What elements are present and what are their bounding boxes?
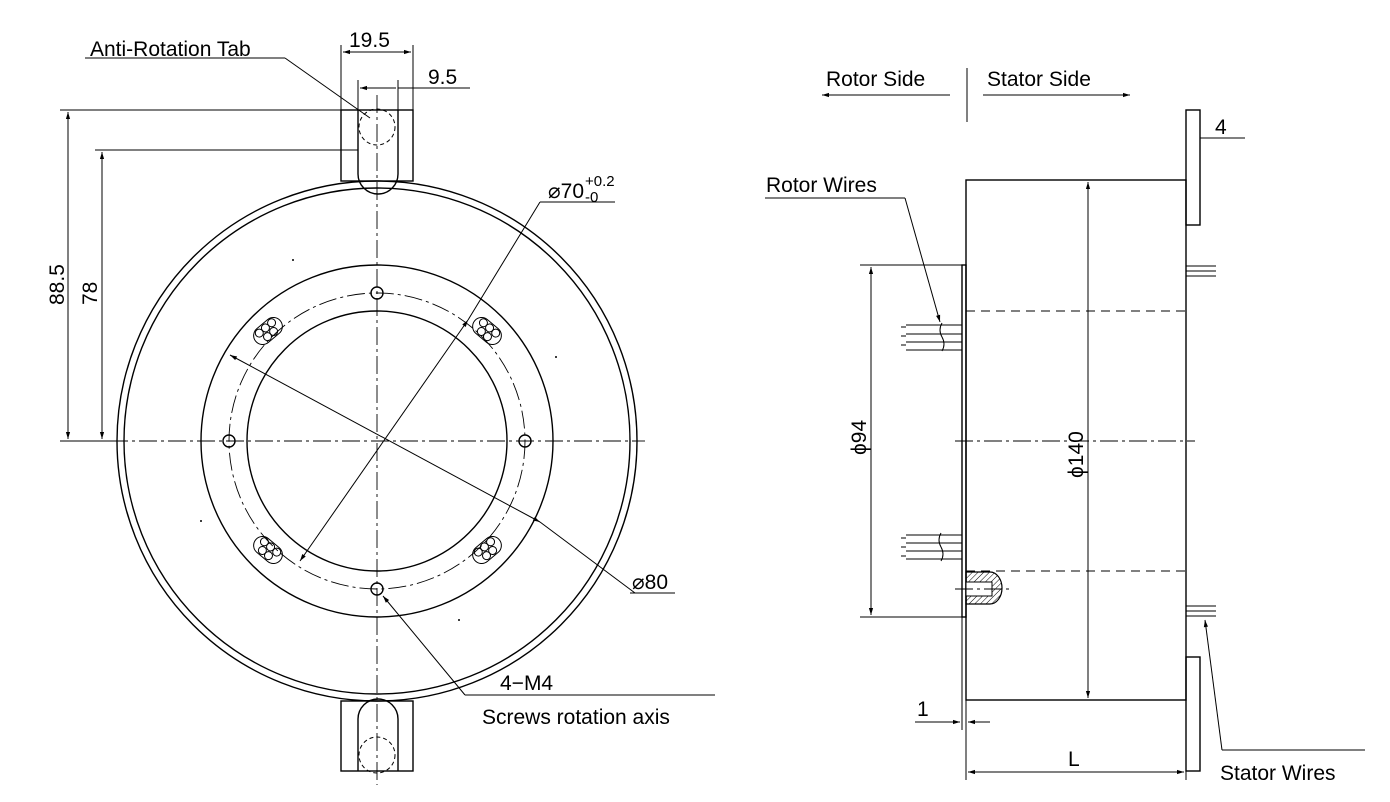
wire-bundles — [253, 317, 502, 564]
dim-flange: 4 — [1215, 116, 1227, 139]
dim-slot-width: 9.5 — [428, 66, 457, 89]
bottom-flange — [1185, 656, 1201, 772]
dim-gap: 1 — [917, 698, 929, 721]
rotor-wires-drawing — [901, 322, 962, 562]
rotor-wires-label: Rotor Wires — [766, 174, 877, 197]
side-view: Rotor Side Stator Side — [765, 68, 1365, 785]
dim-bore: ⌀70 — [548, 180, 584, 203]
dim-bolt-circle: ⌀80 — [632, 571, 668, 594]
screw-note: Screws rotation axis — [482, 706, 670, 729]
screw-spec: 4−M4 — [500, 672, 553, 695]
dim-body-dia: ϕ140 — [1065, 431, 1088, 478]
dust-dots — [200, 259, 557, 621]
stator-wires-label: Stator Wires — [1220, 762, 1336, 785]
rotor-side-label: Rotor Side — [826, 68, 925, 91]
dim-bore-tol-upper: +0.2 — [585, 173, 615, 190]
top-flange — [1185, 109, 1201, 226]
dim-height-outer: 88.5 — [46, 264, 69, 305]
screw-section — [955, 571, 1010, 605]
dim-rotor-dia: ϕ94 — [848, 420, 871, 455]
stator-side-label: Stator Side — [987, 68, 1091, 91]
dim-length: L — [1068, 748, 1080, 771]
anti-rotation-tab-label: Anti-Rotation Tab — [90, 38, 251, 61]
dim-height-inner: 78 — [79, 282, 102, 305]
front-view: Anti-Rotation Tab 19.5 9.5 88.5 78 ⌀70 +… — [46, 29, 715, 785]
dim-tab-width: 19.5 — [349, 29, 390, 52]
stator-wires-drawing — [1186, 265, 1216, 617]
dim-bore-tol-lower: -0 — [585, 189, 598, 206]
